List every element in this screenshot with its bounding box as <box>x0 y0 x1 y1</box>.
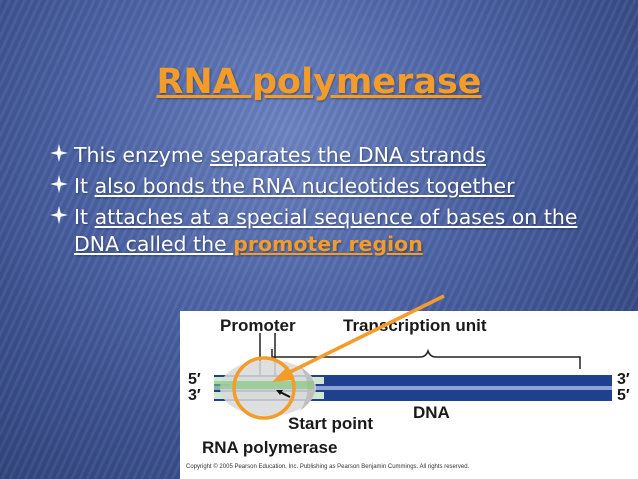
label-3prime-right: 3′ <box>617 371 630 388</box>
bullet-item-2: It also bonds the RNA nucleotides togeth… <box>40 173 600 200</box>
label-promoter: Promoter <box>220 316 296 335</box>
transcription-diagram: Promoter Transcription unit 5′ 3′ 3′ 5′ … <box>180 311 638 479</box>
bullet-1-text-underlined: separates the DNA strands <box>210 143 486 167</box>
bullet-3-text-plain: It <box>74 205 95 229</box>
label-rna-polymerase: RNA polymerase <box>202 438 338 457</box>
label-transcription-unit: Transcription unit <box>343 316 487 335</box>
bullet-2-text-underlined: also bonds the RNA nucleotides together <box>94 174 515 198</box>
promoter-region-highlight: promoter region <box>233 232 423 256</box>
bullet-3-text-underlined: attaches at a special sequence of bases … <box>74 205 578 256</box>
promoter-highlight-circle <box>232 356 296 420</box>
figure-copyright: Copyright © 2005 Pearson Education, Inc.… <box>186 464 470 470</box>
label-start-point: Start point <box>288 414 373 433</box>
label-5prime-right: 5′ <box>617 387 630 404</box>
dna-strand-gap <box>214 386 612 390</box>
four-point-star-icon <box>50 144 68 162</box>
four-point-star-icon <box>50 206 68 224</box>
four-point-star-icon <box>50 175 68 193</box>
bullet-1-text-plain: This enzyme <box>74 143 211 167</box>
label-3prime-left: 3′ <box>188 387 201 404</box>
bullet-list: This enzyme separates the DNA strands It… <box>40 142 600 262</box>
label-5prime-left: 5′ <box>188 371 201 388</box>
dna-strand-top <box>214 375 612 386</box>
dna-strand-bottom <box>214 390 612 401</box>
label-dna: DNA <box>413 403 450 422</box>
bullet-item-3: It attaches at a special sequence of bas… <box>40 204 600 258</box>
bullet-2-text-plain: It <box>74 174 95 198</box>
transcription-unit-bracket <box>271 348 581 369</box>
slide-title: RNA polymerase <box>156 62 482 102</box>
bullet-item-1: This enzyme separates the DNA strands <box>40 142 600 169</box>
